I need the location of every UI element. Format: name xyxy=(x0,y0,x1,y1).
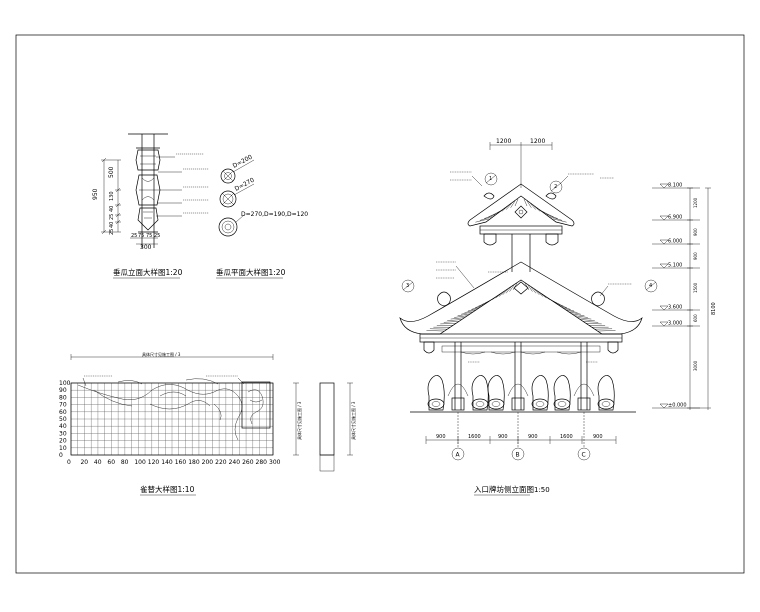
brace-x-tick: 80 xyxy=(121,459,129,466)
melon-plan-detail: D=200 D=270 D=270,D=190,D=120 垂瓜平面大样图1:2… xyxy=(216,154,308,278)
brace-grid xyxy=(71,383,273,455)
brace-y-tick: 20 xyxy=(59,438,67,445)
brace-top-dim: 具体尺寸见施工图 / 3 xyxy=(142,351,181,357)
melon-dim-h25b: 25 xyxy=(154,233,160,239)
brace-y-tick: 80 xyxy=(59,394,67,401)
brace-x-tick: 220 xyxy=(215,459,227,466)
melon-dim-40a: 40 xyxy=(109,206,115,212)
top-dim-1: 1200 xyxy=(496,138,511,145)
brace-y-tick: 40 xyxy=(59,423,67,430)
callout-3-num: 3 xyxy=(406,283,409,289)
brace-x-tick: 40 xyxy=(94,459,102,466)
brace-x-tick: 140 xyxy=(161,459,173,466)
melon-dim-h25a: 25 xyxy=(131,233,137,239)
brace-side-profile: 具体尺寸见施工图 / 3 xyxy=(320,383,356,471)
right-dim: 600 xyxy=(693,314,698,322)
right-dim: 1500 xyxy=(693,282,698,293)
brace-x-tick: 20 xyxy=(80,459,88,466)
axis-label: A xyxy=(456,452,461,459)
right-dim: 1200 xyxy=(693,197,698,208)
melon-dim-950: 950 xyxy=(92,188,99,200)
brace-side-dim: 具体尺寸见施工图 / 3 xyxy=(296,401,302,440)
callout-4-num: 4 xyxy=(649,283,652,289)
brace-y-tick: 10 xyxy=(59,445,67,452)
melon-dim-40b: 40 xyxy=(109,222,115,228)
brace-x-tick: 120 xyxy=(148,459,160,466)
brace-title: 雀替大样图1:10 xyxy=(140,484,195,494)
melon-dim-130: 130 xyxy=(109,191,115,201)
bottom-dim: 1600 xyxy=(560,434,573,440)
callout-2-num: 2 xyxy=(554,184,557,190)
brace-x-tick: 240 xyxy=(229,459,241,466)
brace-x-tick: 180 xyxy=(188,459,200,466)
brace-y-tick: 30 xyxy=(59,430,67,437)
elevation-mark: 6.900 xyxy=(668,215,682,221)
bottom-dim: 900 xyxy=(498,434,508,440)
elevation-mark: 8.100 xyxy=(668,183,682,189)
axis-label: C xyxy=(582,452,586,459)
melon-dim-h75a: 75 xyxy=(138,233,144,239)
melon-dim-25a: 25 xyxy=(109,214,115,220)
archway-elevation: 1200 1200 xyxy=(400,138,717,495)
brace-y-tick: 70 xyxy=(59,402,67,409)
elevation-scale: 1:50 xyxy=(534,486,550,494)
melon-dim-h75b: 75 xyxy=(146,233,152,239)
elevation-mark: 5.100 xyxy=(668,263,682,269)
elevation-mark: 3.600 xyxy=(668,305,682,311)
melon-elevation-title: 垂瓜立面大样图1:20 xyxy=(113,267,183,277)
elevation-mark: 6.000 xyxy=(668,239,682,245)
plan-dim-200: D=200 xyxy=(232,154,254,170)
total-height-dim: 8100 xyxy=(711,302,717,315)
bottom-dim: 900 xyxy=(593,434,603,440)
right-dim: 3000 xyxy=(693,360,698,371)
profile-side-dim: 具体尺寸见施工图 / 3 xyxy=(350,401,356,440)
bottom-dim: 900 xyxy=(528,434,538,440)
brace-x-tick: 0 xyxy=(67,459,71,466)
bottom-dim: 1600 xyxy=(468,434,481,440)
elevation-mark: ±0.000 xyxy=(668,403,687,409)
callout-1-num: 1 xyxy=(489,176,492,182)
right-dim: 900 xyxy=(693,252,698,260)
brace-y-tick: 100 xyxy=(59,380,71,387)
melon-dim-300: 300 xyxy=(140,244,152,251)
sheet-frame xyxy=(16,35,744,573)
brace-x-tick: 160 xyxy=(175,459,187,466)
brace-y-tick: 0 xyxy=(59,452,63,459)
brace-x-tick: 60 xyxy=(107,459,115,466)
elevation-mark: 3.000 xyxy=(668,321,682,327)
melon-dim-25b: 25 xyxy=(109,229,115,235)
bottom-dim: 900 xyxy=(436,434,446,440)
plan-dim-multi: D=270,D=190,D=120 xyxy=(241,211,308,218)
brace-x-tick: 280 xyxy=(256,459,268,466)
brace-x-tick: 100 xyxy=(134,459,146,466)
brace-y-tick: 90 xyxy=(59,387,67,394)
melon-dim-500: 500 xyxy=(108,166,115,178)
brace-y-tick: 60 xyxy=(59,409,67,416)
brace-x-tick: 260 xyxy=(242,459,254,466)
melon-elevation-detail: 950 500 130 40 25 40 25 25 75 75 25 300 … xyxy=(92,134,209,278)
melon-plan-title: 垂瓜平面大样图1:20 xyxy=(216,267,286,277)
elevation-title: 入口牌坊侧立面图 xyxy=(474,484,534,494)
brace-y-tick: 50 xyxy=(59,416,67,423)
brace-x-tick: 200 xyxy=(202,459,214,466)
brace-x-tick: 300 xyxy=(269,459,281,466)
axis-label: B xyxy=(516,452,520,459)
top-dim-2: 1200 xyxy=(530,138,545,145)
right-dim: 900 xyxy=(693,228,698,236)
